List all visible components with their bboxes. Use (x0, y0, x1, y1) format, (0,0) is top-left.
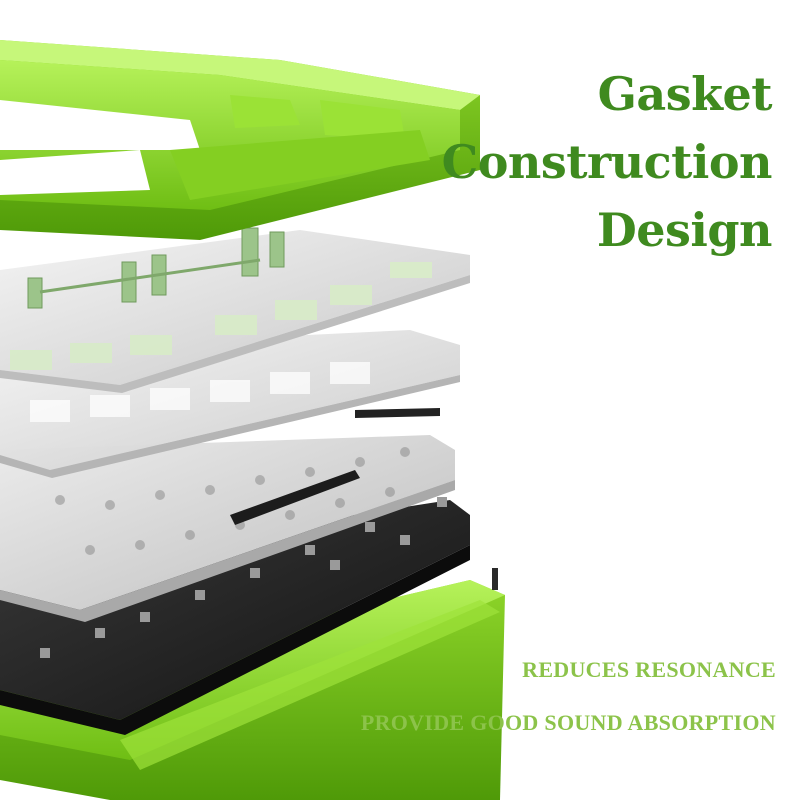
headline: Gasket Construction Design (441, 60, 773, 264)
top-plate (0, 230, 470, 393)
foam-layer (0, 435, 455, 622)
headline-line-1: Gasket (597, 67, 773, 121)
pcb-switch-sockets (40, 497, 447, 658)
feature-sound-absorption: PROVIDE GOOD SOUND ABSORPTION (360, 710, 776, 735)
top-frame (0, 40, 480, 240)
headline-line-2: Construction (441, 135, 773, 189)
switch-stems (27, 227, 285, 309)
feature-reduces-resonance: REDUCES RESONANCE (522, 657, 776, 682)
headline-line-3: Design (596, 203, 773, 257)
